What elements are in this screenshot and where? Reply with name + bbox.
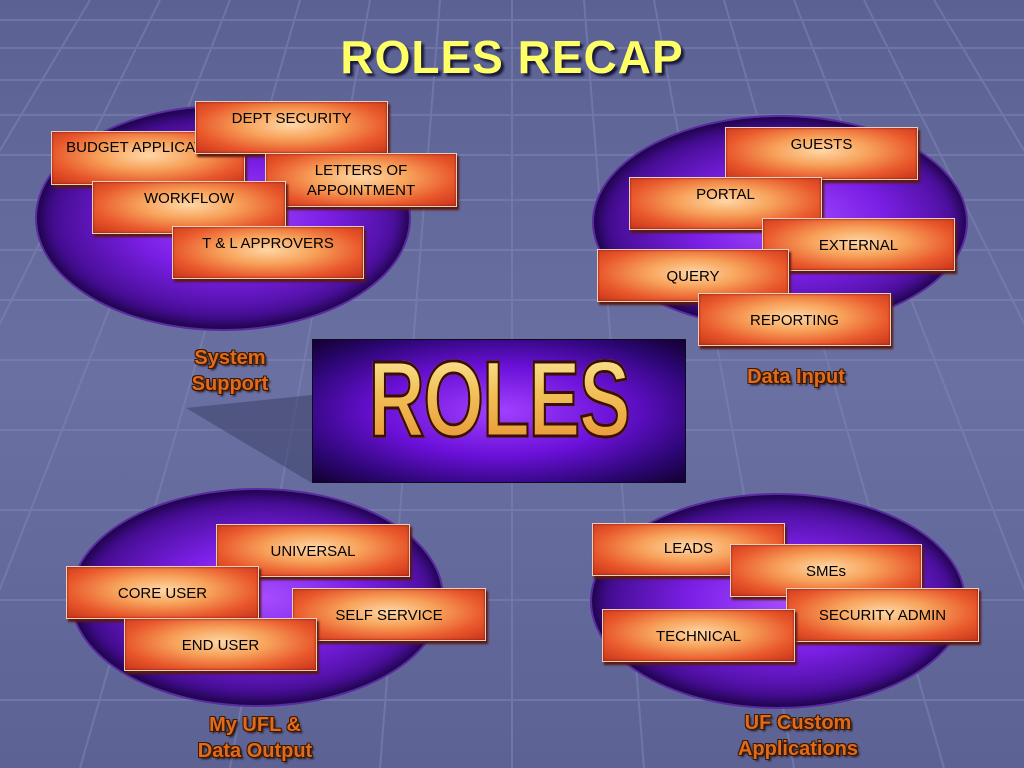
system-support-caption-line2: Support bbox=[191, 373, 269, 395]
letters-of-appointment-box: LETTERS OF APPOINTMENT bbox=[265, 153, 457, 207]
technical-box: TECHNICAL bbox=[602, 609, 795, 662]
slide-title: ROLES RECAP bbox=[340, 31, 684, 83]
roles-wordart: ROLES bbox=[365, 336, 633, 461]
end-user-box: END USER bbox=[124, 618, 317, 671]
myufl-caption-line2: Data Output bbox=[197, 740, 313, 762]
t-and-l-approvers-box: T & L APPROVERS bbox=[172, 226, 364, 279]
guests-box: GUESTS bbox=[725, 127, 918, 180]
system-support-caption: System Support bbox=[175, 345, 285, 397]
system-support-caption-line1: System bbox=[194, 347, 266, 369]
roles-panel: ROLES bbox=[312, 336, 686, 483]
self-service-box: SELF SERVICE bbox=[292, 588, 486, 641]
workflow-box: WORKFLOW bbox=[92, 181, 286, 234]
myufl-caption-line1: My UFL & bbox=[209, 714, 301, 736]
reporting-box: REPORTING bbox=[698, 293, 891, 346]
data-input-caption: Data Input bbox=[730, 364, 862, 390]
uf-custom-caption-line2: Applications bbox=[737, 738, 858, 760]
external-box: EXTERNAL bbox=[762, 218, 955, 271]
core-user-box: CORE USER bbox=[66, 566, 259, 619]
myufl-caption: My UFL & Data Output bbox=[186, 712, 324, 764]
dept-security-box: DEPT SECURITY bbox=[195, 101, 388, 154]
uf-custom-caption-line1: UF Custom bbox=[744, 712, 852, 734]
data-input-caption-line1: Data Input bbox=[747, 366, 845, 388]
security-admin-box: SECURITY ADMIN bbox=[786, 588, 979, 642]
uf-custom-caption: UF Custom Applications bbox=[728, 710, 868, 762]
